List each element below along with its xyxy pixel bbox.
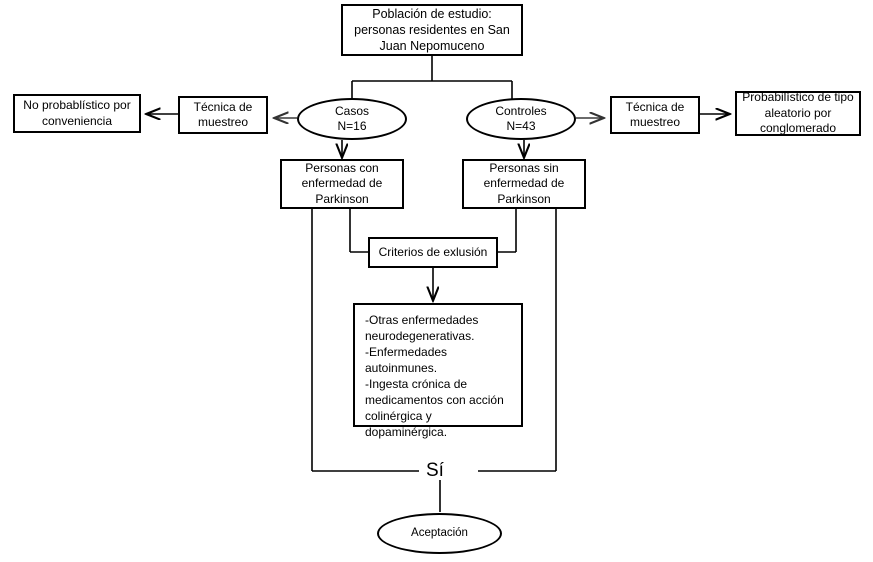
node-exclusion-list-label: -Otras enfermedades neurodegenerativas.-… bbox=[365, 313, 504, 439]
edge-label-yes: Sí bbox=[419, 461, 451, 480]
node-non-probabilistic: No probablístico por conveniencia bbox=[13, 94, 141, 133]
node-probabilistic: Probabilístico de tipo aleatorio por con… bbox=[735, 90, 861, 136]
node-acceptance-label: Aceptación bbox=[411, 527, 468, 540]
node-sampling-technique-left: Técnica de muestreo bbox=[178, 96, 268, 134]
node-population: Población de estudio: personas residente… bbox=[341, 4, 523, 56]
node-acceptance: Aceptación bbox=[377, 513, 502, 554]
node-exclusion-criteria-label: Criterios de exlusión bbox=[378, 244, 488, 259]
node-exclusion-criteria: Criterios de exlusión bbox=[368, 237, 498, 268]
node-exclusion-list: -Otras enfermedades neurodegenerativas.-… bbox=[353, 303, 523, 439]
node-without-parkinson: Personas sin enfermedad de Parkinson bbox=[462, 159, 586, 209]
node-population-label: Población de estudio: personas residente… bbox=[354, 7, 510, 53]
node-sampling-technique-right: Técnica de muestreo bbox=[610, 96, 700, 134]
node-with-parkinson: Personas con enfermedad de Parkinson bbox=[280, 159, 404, 209]
node-with-parkinson-label: Personas con enfermedad de Parkinson bbox=[301, 160, 383, 206]
node-without-parkinson-label: Personas sin enfermedad de Parkinson bbox=[483, 160, 565, 206]
node-sampling-technique-left-label: Técnica de muestreo bbox=[193, 99, 253, 129]
node-probabilistic-label: Probabilístico de tipo aleatorio por con… bbox=[742, 90, 854, 136]
node-non-probabilistic-label: No probablístico por conveniencia bbox=[23, 98, 131, 128]
node-sampling-technique-right-label: Técnica de muestreo bbox=[625, 99, 685, 129]
